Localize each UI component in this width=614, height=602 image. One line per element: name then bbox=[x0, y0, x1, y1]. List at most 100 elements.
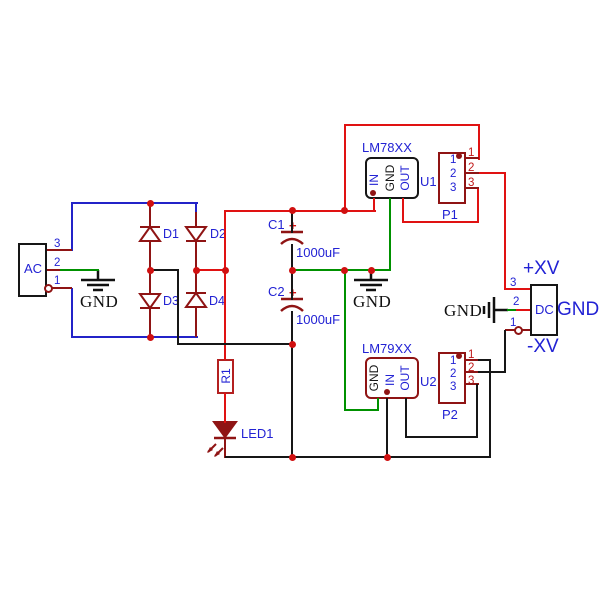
wire-segment bbox=[149, 309, 151, 337]
p1-external-1: 1 bbox=[468, 147, 475, 159]
wire-segment bbox=[225, 210, 376, 212]
junction-dot bbox=[289, 454, 296, 461]
ground-symbol-left bbox=[81, 270, 115, 292]
u1-pin-gnd-label: GND bbox=[383, 164, 397, 192]
wire-segment bbox=[47, 269, 61, 271]
r1-ref-label: R1 bbox=[219, 368, 233, 384]
wire-segment bbox=[377, 398, 379, 410]
wire-segment bbox=[504, 330, 506, 373]
wire-segment bbox=[177, 343, 293, 345]
junction-dot bbox=[147, 267, 154, 274]
wire-segment bbox=[177, 269, 179, 345]
wire-segment bbox=[195, 242, 197, 271]
u2-pin-in-label: IN bbox=[383, 374, 397, 386]
dc-ground-rail-label: GND bbox=[557, 299, 600, 320]
dc-pin1-number: 1 bbox=[510, 317, 517, 329]
wire-segment bbox=[402, 198, 404, 223]
wire-segment bbox=[150, 269, 179, 271]
wire-segment bbox=[291, 311, 293, 458]
junction-dot bbox=[341, 207, 348, 214]
c2-value-label: 1000uF bbox=[296, 312, 341, 327]
dc-connector-body bbox=[530, 284, 558, 336]
junction-dot bbox=[289, 207, 296, 214]
wire-segment bbox=[405, 436, 478, 438]
p2-external-1: 1 bbox=[468, 349, 475, 361]
junction-dot bbox=[193, 267, 200, 274]
dc-connector-label: DC bbox=[535, 302, 554, 317]
u2-pin-out-label: OUT bbox=[398, 365, 412, 391]
c1-ref-label: C1 bbox=[268, 217, 285, 232]
wire-segment bbox=[195, 212, 197, 227]
wire-segment bbox=[71, 336, 198, 338]
dc-pin2-number: 2 bbox=[513, 296, 520, 308]
wire-segment bbox=[478, 124, 480, 160]
diode-d3-label: D3 bbox=[163, 294, 179, 308]
wire-segment bbox=[291, 212, 293, 233]
u1-regulator-body bbox=[365, 157, 419, 199]
ac-pin2-number: 2 bbox=[54, 257, 61, 269]
wire-segment bbox=[405, 398, 407, 438]
wire-segment bbox=[477, 188, 479, 223]
wire-segment bbox=[149, 204, 151, 226]
wire-segment bbox=[224, 437, 226, 458]
wire-segment bbox=[47, 249, 72, 251]
junction-dot bbox=[368, 267, 375, 274]
wire-segment bbox=[71, 202, 73, 251]
wire-segment bbox=[373, 198, 375, 212]
wire-segment bbox=[386, 398, 388, 458]
p1-external-2: 2 bbox=[468, 162, 475, 174]
u1-pin-out-label: OUT bbox=[398, 165, 412, 191]
diode-d1-symbol bbox=[138, 225, 162, 242]
wire-segment bbox=[71, 288, 73, 337]
wire-segment bbox=[60, 269, 99, 271]
pin1-marker-dot bbox=[384, 389, 390, 395]
ac-connector-body bbox=[18, 243, 47, 297]
wire-segment bbox=[344, 124, 346, 212]
p2-external-2: 2 bbox=[468, 362, 475, 374]
u2-ref-label: U2 bbox=[420, 374, 437, 389]
u1-ref-label: U1 bbox=[420, 174, 437, 189]
wire-segment bbox=[521, 329, 530, 331]
p2-ref-label: P2 bbox=[442, 407, 458, 422]
wire-segment bbox=[504, 172, 506, 290]
junction-dot bbox=[147, 334, 154, 341]
wire-segment bbox=[344, 409, 379, 411]
u2-regulator-body bbox=[365, 357, 419, 399]
wire-segment bbox=[149, 242, 151, 271]
diode-d3-symbol bbox=[138, 293, 162, 310]
wire-segment bbox=[489, 359, 491, 458]
ac-connector-label: AC bbox=[24, 261, 43, 276]
c1-value-label: 1000uF bbox=[296, 245, 341, 260]
wire-segment bbox=[478, 359, 491, 361]
wire-segment bbox=[465, 187, 479, 189]
gnd-label-left: GND bbox=[80, 292, 119, 311]
wire-segment bbox=[149, 271, 151, 294]
u2-part-label: LM79XX bbox=[362, 341, 412, 356]
junction-dot bbox=[341, 267, 348, 274]
p1-internal-1: 1 bbox=[450, 154, 457, 166]
diode-d4-symbol bbox=[184, 291, 208, 308]
dc-positive-rail-label: +XV bbox=[523, 258, 560, 279]
wire-segment bbox=[465, 383, 479, 385]
wire-segment bbox=[389, 198, 391, 270]
p2-internal-3: 3 bbox=[450, 381, 457, 393]
wire-segment bbox=[52, 287, 72, 289]
p1-header-body bbox=[438, 152, 466, 204]
u1-part-label: LM78XX bbox=[362, 140, 412, 155]
wire-segment bbox=[515, 309, 530, 311]
dc-pin3-number: 3 bbox=[510, 277, 517, 289]
wire-segment bbox=[478, 172, 506, 174]
diode-d2-symbol bbox=[184, 226, 208, 243]
wire-segment bbox=[195, 271, 197, 293]
p2-header-body bbox=[438, 352, 466, 404]
diode-d1-label: D1 bbox=[163, 227, 179, 241]
ground-symbol-center bbox=[354, 270, 388, 292]
wire-segment bbox=[196, 269, 226, 271]
gnd-label-dc-symbol: GND bbox=[444, 301, 483, 320]
dc-negative-rail-label: -XV bbox=[527, 336, 559, 357]
wire-segment bbox=[71, 202, 198, 204]
ac-pin1-number: 1 bbox=[54, 275, 61, 287]
junction-dot bbox=[222, 267, 229, 274]
p1-internal-3: 3 bbox=[450, 182, 457, 194]
